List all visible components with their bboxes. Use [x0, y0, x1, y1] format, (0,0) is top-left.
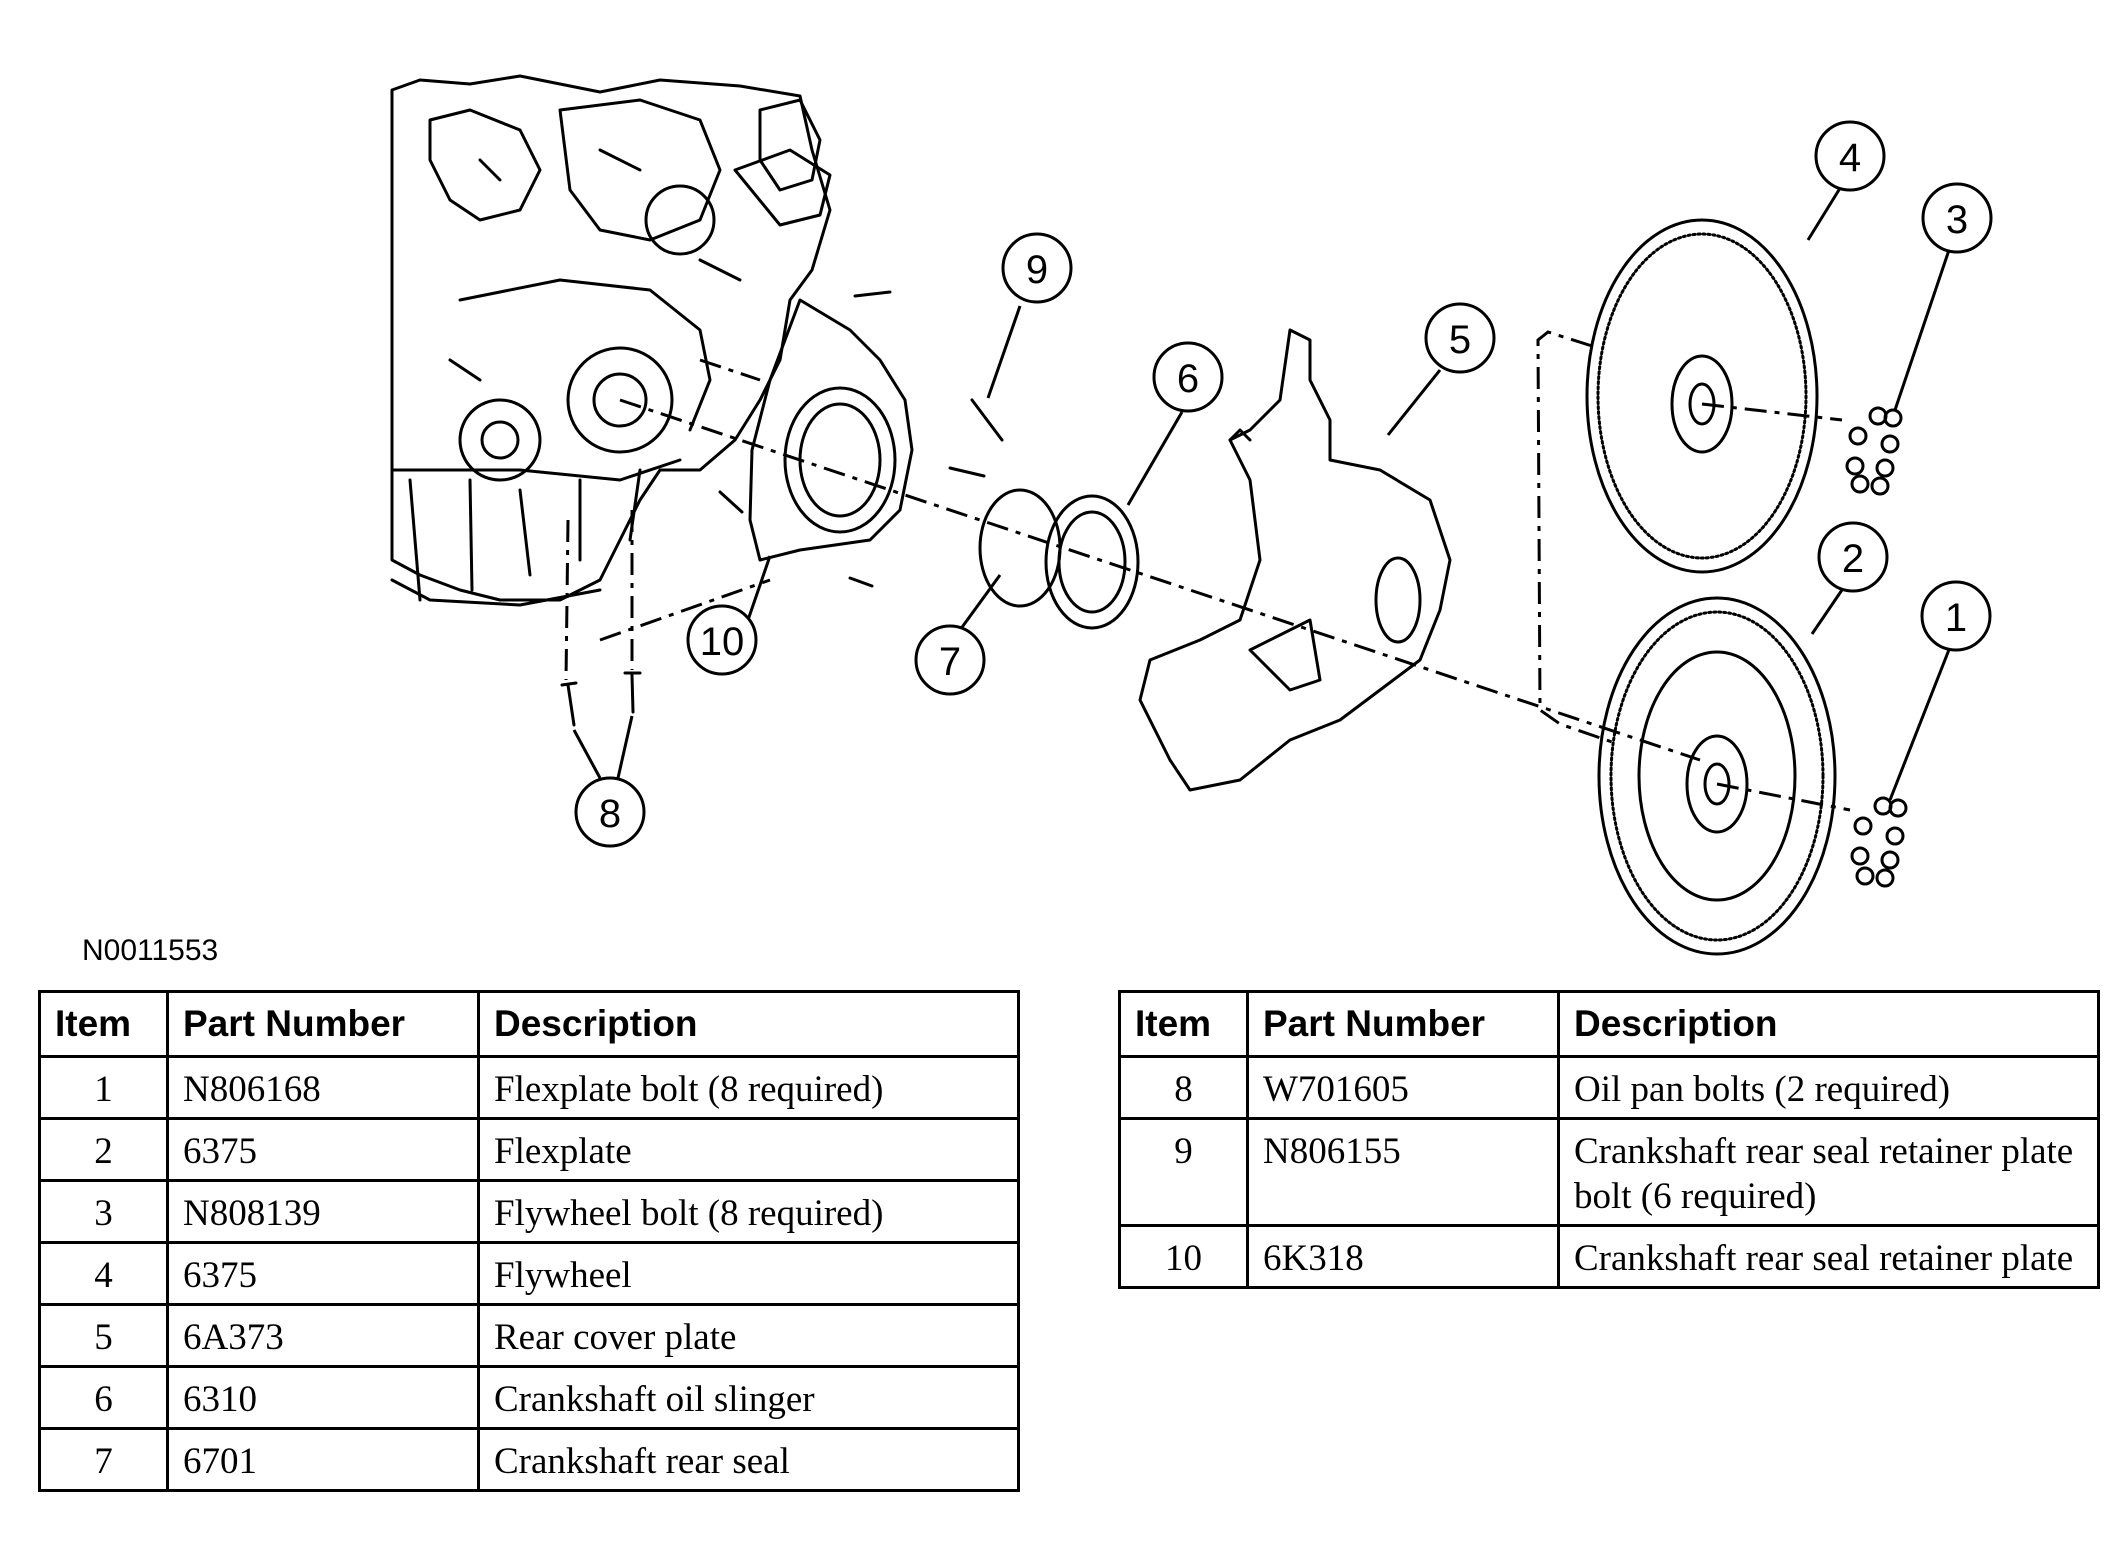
exploded-parts-diagram: 1 2 3 4 5 6 7 8 9 10: [390, 74, 1993, 956]
callout-2-label: 2: [1842, 537, 1864, 581]
flywheel-drawing: [1585, 218, 1819, 574]
description-cell: Crankshaft rear seal: [477, 1427, 1020, 1492]
leader-line-2: [1810, 586, 1846, 635]
part-number-cell: N806168: [166, 1055, 480, 1120]
part-number-cell: W701605: [1246, 1055, 1560, 1120]
callout-4: 4: [1814, 120, 1886, 192]
oil-pan-bolts-drawing: [560, 671, 642, 727]
description-cell: Flexplate bolt (8 required): [477, 1055, 1020, 1120]
header-item: Item: [38, 990, 169, 1058]
callout-8-label: 8: [599, 792, 621, 836]
oil-pan-bolt-line-1: [564, 519, 570, 681]
item-cell: 4: [38, 1241, 169, 1306]
callout-9-label: 9: [1026, 248, 1048, 292]
item-cell: 3: [38, 1179, 169, 1244]
crankshaft-oil-slinger-drawing: [1044, 494, 1140, 630]
description-cell: Flywheel: [477, 1241, 1020, 1306]
leader-line-8b: [616, 715, 634, 779]
header-description: Description: [1557, 990, 2100, 1058]
part-number-cell: N808139: [166, 1179, 480, 1244]
leader-line-1: [1888, 641, 1954, 801]
description-cell: Rear cover plate: [477, 1303, 1020, 1368]
callout-5: 5: [1424, 302, 1496, 374]
flexplate-alignment-line: [1716, 782, 1851, 812]
leader-line-5: [1386, 369, 1442, 436]
part-number-cell: 6701: [166, 1427, 480, 1492]
flywheel-bolts-drawing: [1845, 406, 1903, 496]
leader-line-4: [1806, 184, 1844, 241]
header-part-number: Part Number: [166, 990, 480, 1058]
callout-3: 3: [1921, 182, 1993, 254]
callout-10: 10: [686, 604, 758, 676]
callout-6: 6: [1152, 341, 1224, 413]
callout-3-label: 3: [1946, 198, 1968, 242]
item-cell: 6: [38, 1365, 169, 1430]
figure-id: N0011553: [82, 934, 219, 967]
table-header-row: Item Part Number Description: [1118, 990, 2100, 1058]
header-item: Item: [1118, 990, 1249, 1058]
flexplate-bolts-drawing: [1850, 796, 1908, 888]
table-header-row: Item Part Number Description: [38, 990, 1020, 1058]
callout-4-label: 4: [1839, 136, 1861, 180]
part-number-cell: 6375: [166, 1117, 480, 1182]
flywheel-offset-line: [1536, 330, 1613, 744]
callout-1-label: 1: [1945, 596, 1967, 640]
description-cell: Crankshaft rear seal retainer plate: [1557, 1224, 2100, 1289]
callout-2: 2: [1817, 521, 1889, 593]
crankshaft-centerline: [619, 398, 1701, 762]
callout-8: 8: [574, 776, 646, 848]
part-number-cell: 6375: [166, 1241, 480, 1306]
bolt-alignment-line: [599, 358, 771, 642]
description-cell: Crankshaft oil slinger: [477, 1365, 1020, 1430]
item-cell: 5: [38, 1303, 169, 1368]
leader-line-3: [1893, 246, 1952, 411]
callout-6-label: 6: [1177, 357, 1199, 401]
header-part-number: Part Number: [1246, 990, 1560, 1058]
retainer-plate-bolts-drawing: [718, 290, 1004, 588]
item-cell: 9: [1118, 1117, 1249, 1227]
item-cell: 10: [1118, 1224, 1249, 1289]
part-number-cell: 6310: [166, 1365, 480, 1430]
callout-7-label: 7: [939, 640, 961, 684]
item-cell: 1: [38, 1055, 169, 1120]
callout-1: 1: [1920, 580, 1992, 652]
callout-9: 9: [1001, 232, 1073, 304]
header-description: Description: [477, 990, 1020, 1058]
part-number-cell: 6A373: [166, 1303, 480, 1368]
item-cell: 2: [38, 1117, 169, 1182]
part-number-cell: 6K318: [1246, 1224, 1560, 1289]
leader-line-8a: [572, 729, 602, 779]
part-number-cell: N806155: [1246, 1117, 1560, 1227]
engine-block-drawing: [390, 74, 832, 607]
leader-line-6: [1126, 411, 1184, 506]
description-cell: Flywheel bolt (8 required): [477, 1179, 1020, 1244]
rear-cover-plate-drawing: [1138, 328, 1452, 792]
callout-7: 7: [914, 624, 986, 696]
item-cell: 7: [38, 1427, 169, 1492]
leader-line-7: [958, 574, 1002, 631]
description-cell: Oil pan bolts (2 required): [1557, 1055, 2100, 1120]
flywheel-alignment-line: [1701, 402, 1843, 422]
item-cell: 8: [1118, 1055, 1249, 1120]
callout-10-label: 10: [700, 620, 745, 664]
callout-5-label: 5: [1449, 318, 1471, 362]
description-cell: Crankshaft rear seal retainer plate bolt…: [1557, 1117, 2100, 1227]
leader-line-10: [746, 555, 772, 621]
leader-line-9: [986, 305, 1022, 399]
flexplate-drawing: [1597, 596, 1837, 956]
rear-seal-retainer-plate-drawing: [748, 298, 914, 562]
description-cell: Flexplate: [477, 1117, 1020, 1182]
